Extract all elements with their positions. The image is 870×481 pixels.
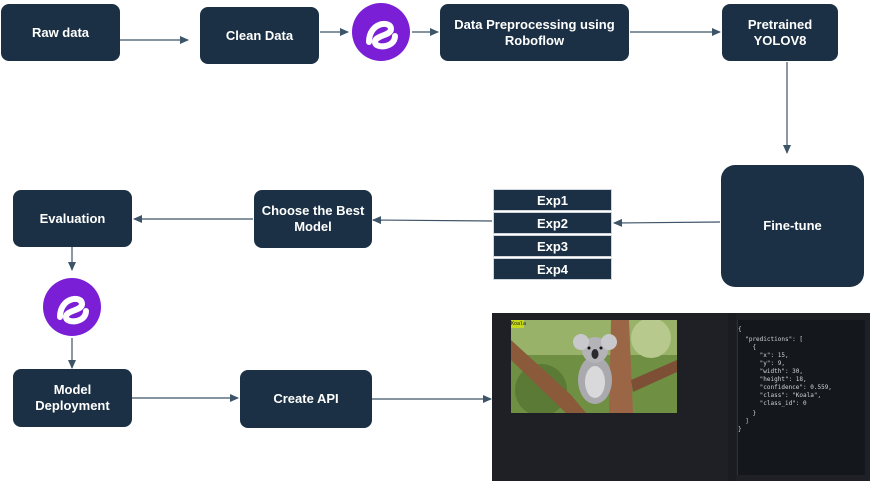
evaluation-node: Evaluation: [13, 190, 132, 247]
choose-best-node: Choose the Best Model: [254, 190, 372, 248]
panel-divider: [728, 313, 736, 481]
arrow-finetune-to-exp: [613, 218, 721, 227]
koala-detection-image: Koala: [511, 320, 677, 413]
json-line: "width": 30,: [738, 368, 804, 375]
json-line: ]: [738, 418, 749, 425]
detection-label-tag: Koala: [511, 320, 527, 328]
exp-3-box: Exp3: [493, 235, 612, 257]
create-api-label: Create API: [273, 391, 339, 406]
deployment-label: Model Deployment: [35, 382, 110, 413]
exp-1-box: Exp1: [493, 189, 612, 211]
json-line: "predictions": [: [738, 336, 804, 343]
clean-data-label: Clean Data: [225, 27, 294, 43]
exp-3-label: Exp3: [536, 238, 569, 254]
json-line: "class_id": 0: [738, 400, 807, 407]
exp-4-label: Exp4: [536, 261, 569, 277]
exp-4-box: Exp4: [493, 258, 612, 280]
json-line: }: [738, 410, 757, 417]
arrow-exp-to-choose: [372, 216, 493, 225]
clean-data-node: Clean Data: [200, 7, 319, 64]
json-line: {: [738, 326, 742, 333]
koala-photo-icon: [511, 320, 677, 413]
json-line: {: [738, 344, 757, 351]
roboflow-logo-icon: [352, 3, 410, 61]
raw-data-label: Raw data: [31, 24, 90, 40]
exp-1-label: Exp1: [536, 192, 569, 208]
json-line: "height": 18,: [738, 376, 807, 383]
preprocessing-label: Data Preprocessing using Roboflow: [454, 16, 615, 48]
preprocessing-node: Data Preprocessing using Roboflow: [440, 4, 629, 61]
pretrained-label: Pretrained YOLOV8: [747, 16, 813, 48]
fine-tune-node: Fine-tune: [721, 165, 864, 287]
raw-data-node: Raw data: [1, 4, 120, 61]
json-line: }: [738, 426, 742, 433]
deployment-node: Model Deployment: [13, 369, 132, 427]
exp-2-label: Exp2: [536, 215, 569, 231]
json-line: "x": 15,: [738, 352, 789, 359]
json-response-panel: { "predictions": [ { "x": 15, "y": 9, "w…: [737, 320, 865, 475]
choose-best-label: Choose the Best Model: [261, 203, 365, 234]
evaluation-label: Evaluation: [39, 210, 106, 226]
fine-tune-label: Fine-tune: [763, 218, 822, 233]
json-line: "confidence": 0.559,: [738, 384, 832, 391]
create-api-node: Create API: [240, 370, 372, 428]
json-line: "class": "Koala",: [738, 392, 822, 399]
json-line: "y": 9,: [738, 360, 785, 367]
pretrained-node: Pretrained YOLOV8: [722, 4, 838, 61]
exp-2-box: Exp2: [493, 212, 612, 234]
roboflow-logo-icon: [43, 278, 101, 336]
